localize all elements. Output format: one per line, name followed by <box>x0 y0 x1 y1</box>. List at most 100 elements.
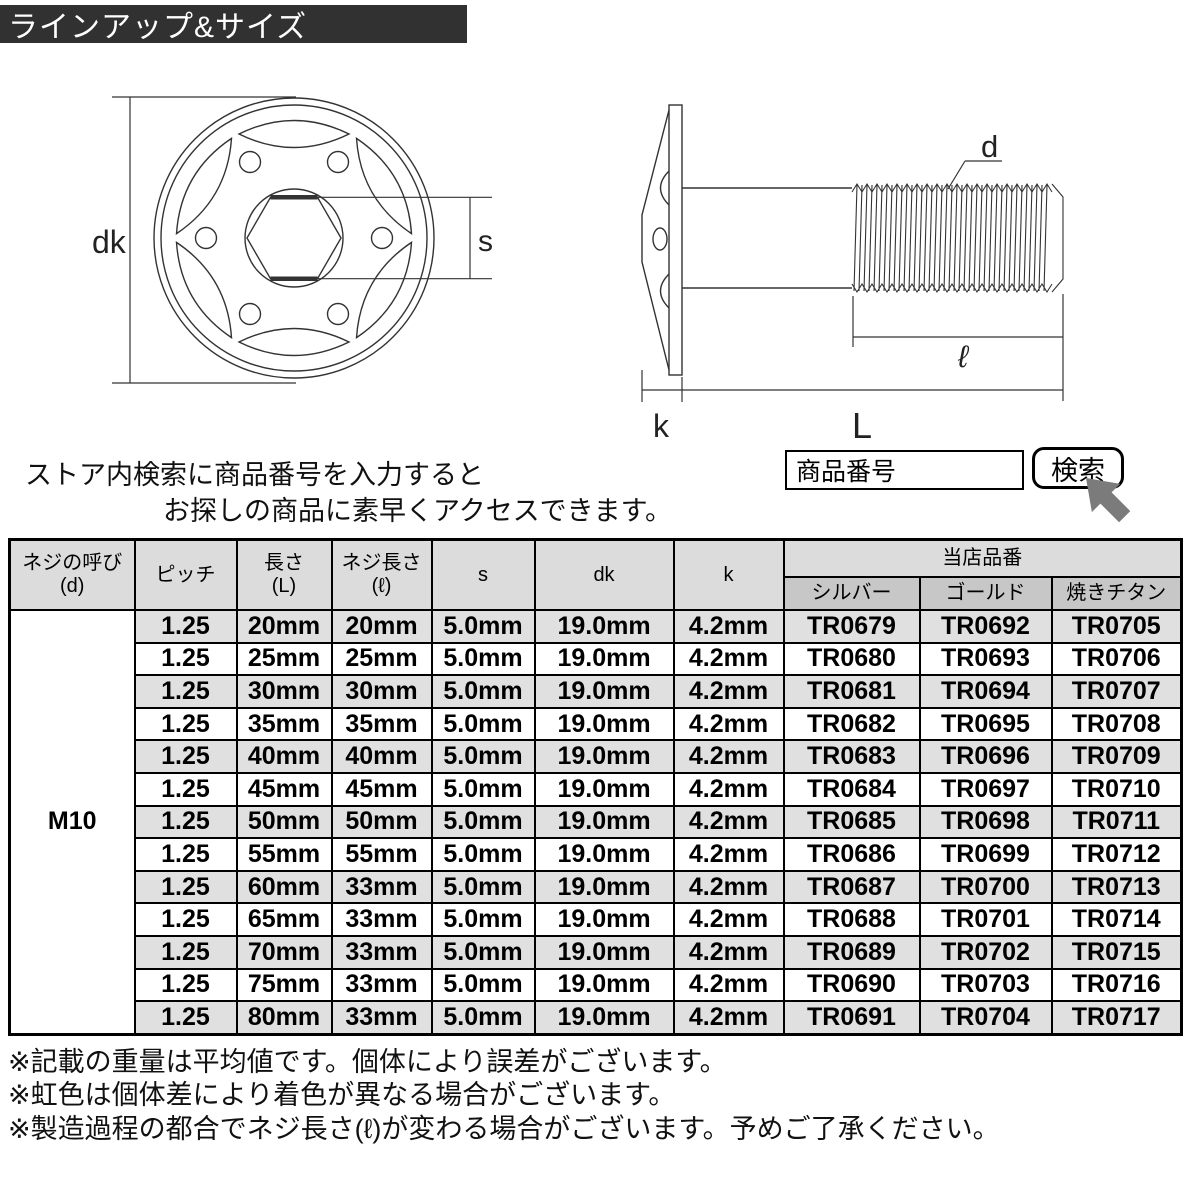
thread-length-dimension <box>852 294 1064 401</box>
header-length: 長さ (L) <box>235 538 333 611</box>
s-cell: 5.0mm <box>430 967 536 1003</box>
thread-length-cell: 20mm <box>330 609 433 644</box>
length-cell: 75mm <box>235 967 333 1003</box>
k-cell: 4.2mm <box>672 837 785 872</box>
dk-cell: 19.0mm <box>533 771 675 807</box>
length-cell: 70mm <box>235 934 333 970</box>
s-cell: 5.0mm <box>430 902 536 937</box>
bolt-side-view <box>641 104 1064 402</box>
head-holes <box>194 150 394 326</box>
length-cell: 35mm <box>235 706 333 742</box>
part-number-titanium-cell: TR0709 <box>1050 739 1183 774</box>
star-cutouts <box>175 119 413 357</box>
header-k: k <box>672 538 785 611</box>
pitch-cell: 1.25 <box>133 869 238 905</box>
length-cell: 40mm <box>235 739 333 774</box>
header-titanium: 焼きチタン <box>1050 576 1183 611</box>
search-input[interactable]: 商品番号 <box>785 450 1024 490</box>
header-s: s <box>430 538 536 611</box>
part-number-titanium-cell: TR0717 <box>1050 1000 1183 1036</box>
pitch-cell: 1.25 <box>133 902 238 937</box>
pitch-cell: 1.25 <box>133 934 238 970</box>
part-number-gold-cell: TR0704 <box>918 1000 1053 1036</box>
footnote-1: ※記載の重量は平均値です。個体により誤差がございます。 <box>8 1047 727 1077</box>
part-number-gold-cell: TR0694 <box>918 674 1053 709</box>
k-cell: 4.2mm <box>672 1000 785 1036</box>
footnote-2: ※虹色は個体差により着色が異なる場合がございます。 <box>8 1080 676 1110</box>
s-cell: 5.0mm <box>430 641 536 677</box>
dk-label: dk <box>92 224 127 260</box>
k-cell: 4.2mm <box>672 609 785 644</box>
size-designation-cell: M10 <box>8 608 136 1036</box>
part-number-titanium-cell: TR0710 <box>1050 771 1183 807</box>
part-number-silver-cell: TR0688 <box>782 902 921 937</box>
dk-cell: 19.0mm <box>533 837 675 872</box>
part-number-gold-cell: TR0699 <box>918 837 1053 872</box>
bolt-head-front-view <box>112 96 492 384</box>
s-cell: 5.0mm <box>430 1000 536 1036</box>
part-number-titanium-cell: TR0705 <box>1050 609 1183 644</box>
part-number-titanium-cell: TR0706 <box>1050 641 1183 677</box>
pitch-cell: 1.25 <box>133 706 238 742</box>
thread-profile <box>851 182 1064 294</box>
k-cell: 4.2mm <box>672 934 785 970</box>
section-title: ラインアップ&サイズ <box>8 11 308 44</box>
part-number-silver-cell: TR0679 <box>782 609 921 644</box>
part-number-silver-cell: TR0682 <box>782 706 921 742</box>
k-cell: 4.2mm <box>672 706 785 742</box>
dk-cell: 19.0mm <box>533 967 675 1003</box>
header-silver: シルバー <box>782 576 921 611</box>
thread-length-cell: 33mm <box>330 967 433 1003</box>
thread-length-cell: 33mm <box>330 934 433 970</box>
pitch-cell: 1.25 <box>133 771 238 807</box>
length-cell: 25mm <box>235 641 333 677</box>
part-number-gold-cell: TR0703 <box>918 967 1053 1003</box>
d-label: d <box>981 129 998 164</box>
pitch-cell: 1.25 <box>133 641 238 677</box>
s-cell: 5.0mm <box>430 804 536 840</box>
pitch-cell: 1.25 <box>133 804 238 840</box>
pitch-cell: 1.25 <box>133 739 238 774</box>
search-input-value: 商品番号 <box>796 458 897 486</box>
part-number-gold-cell: TR0693 <box>918 641 1053 677</box>
part-number-silver-cell: TR0687 <box>782 869 921 905</box>
s-cell: 5.0mm <box>430 706 536 742</box>
part-number-silver-cell: TR0681 <box>782 674 921 709</box>
d-leader-line <box>947 160 1002 190</box>
header-part-number-group: 当店品番 <box>782 538 1183 578</box>
part-number-titanium-cell: TR0716 <box>1050 967 1183 1003</box>
k-cell: 4.2mm <box>672 967 785 1003</box>
pitch-cell: 1.25 <box>133 674 238 709</box>
thread-length-cell: 33mm <box>330 1000 433 1036</box>
length-cell: 80mm <box>235 1000 333 1036</box>
dk-cell: 19.0mm <box>533 706 675 742</box>
thread-length-cell: 30mm <box>330 674 433 709</box>
k-cell: 4.2mm <box>672 674 785 709</box>
k-cell: 4.2mm <box>672 902 785 937</box>
s-cell: 5.0mm <box>430 609 536 644</box>
part-number-silver-cell: TR0684 <box>782 771 921 807</box>
k-cell: 4.2mm <box>672 804 785 840</box>
part-number-gold-cell: TR0696 <box>918 739 1053 774</box>
part-number-gold-cell: TR0692 <box>918 609 1053 644</box>
pitch-cell: 1.25 <box>133 967 238 1003</box>
length-cell: 20mm <box>235 609 333 644</box>
part-number-silver-cell: TR0680 <box>782 641 921 677</box>
length-cell: 65mm <box>235 902 333 937</box>
dk-cell: 19.0mm <box>533 674 675 709</box>
dk-cell: 19.0mm <box>533 902 675 937</box>
part-number-silver-cell: TR0685 <box>782 804 921 840</box>
header-gold: ゴールド <box>918 576 1053 611</box>
part-number-titanium-cell: TR0714 <box>1050 902 1183 937</box>
part-number-silver-cell: TR0691 <box>782 1000 921 1036</box>
part-number-silver-cell: TR0686 <box>782 837 921 872</box>
part-number-gold-cell: TR0695 <box>918 706 1053 742</box>
